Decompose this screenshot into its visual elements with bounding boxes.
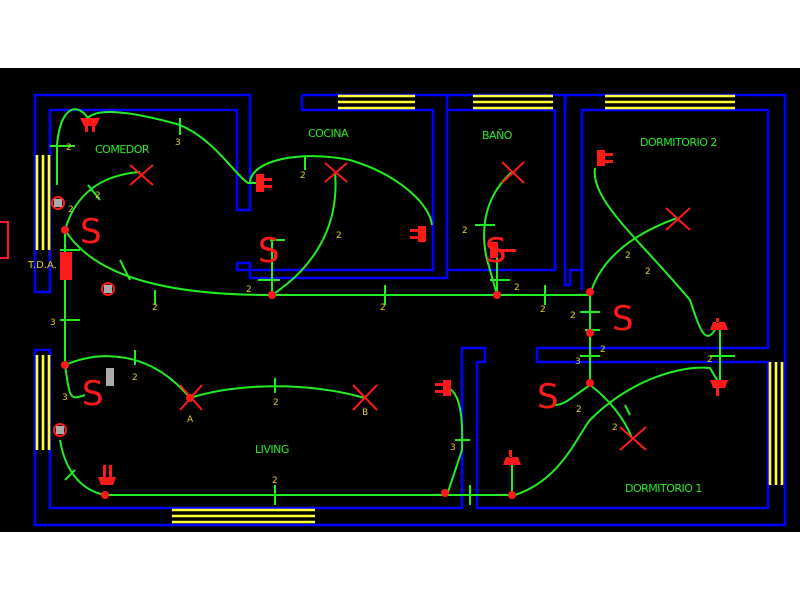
outlet-icon bbox=[710, 318, 728, 330]
outlet-icon bbox=[80, 118, 100, 132]
circuit-mark: 2 bbox=[576, 405, 582, 415]
panel-tda-icon bbox=[60, 252, 72, 280]
external-meter-icon bbox=[0, 221, 9, 259]
room-label-cocina: COCINA bbox=[308, 127, 349, 140]
outlet-icon bbox=[410, 226, 426, 242]
circuit-mark: 2 bbox=[66, 143, 72, 153]
circuit-mark: 2 bbox=[300, 171, 306, 181]
circuit-mark: 2 bbox=[132, 373, 138, 383]
outlet-icon bbox=[503, 450, 521, 465]
switch-symbol: S bbox=[537, 377, 559, 417]
outlet-icon bbox=[256, 174, 272, 192]
devices: S S S S S S bbox=[0, 118, 728, 499]
room-label-dormitorio-2: DORMITORIO 2 bbox=[640, 136, 717, 149]
circuit-mark: 2 bbox=[380, 303, 386, 313]
electrical-floor-plan: S S S S S S COMEDOR COCINA BAÑO DORMITOR… bbox=[0, 68, 800, 532]
room-label-comedor: COMEDOR bbox=[95, 143, 150, 156]
junction-box-icon bbox=[53, 423, 67, 437]
circuit-mark: 3 bbox=[62, 393, 68, 403]
circuit-mark: 2 bbox=[272, 476, 278, 486]
circuit-mark: 2 bbox=[95, 191, 101, 201]
circuit-mark: 2 bbox=[514, 283, 520, 293]
conduit-ticks bbox=[50, 118, 735, 505]
room-label-dormitorio-1: DORMITORIO 1 bbox=[625, 482, 702, 495]
circuit-mark: 2 bbox=[707, 355, 713, 365]
circuit-mark: 2 bbox=[273, 398, 279, 408]
windows bbox=[35, 94, 784, 524]
circuit-mark: 2 bbox=[246, 285, 252, 295]
junction-box-icon bbox=[101, 282, 115, 296]
circuit-mark: 2 bbox=[625, 251, 631, 261]
outlet-icon bbox=[98, 465, 116, 485]
light-fixture-x-icon bbox=[129, 164, 154, 186]
circuit-mark: 3 bbox=[575, 357, 581, 367]
light-fixture-x-icon bbox=[352, 384, 378, 411]
outlet-icon bbox=[710, 380, 728, 396]
circuit-mark: 2 bbox=[68, 205, 74, 215]
light-fixture-x-icon bbox=[665, 207, 691, 231]
circuit-mark: A bbox=[187, 415, 194, 425]
switch-symbol: S bbox=[612, 299, 634, 339]
switch-symbol: S bbox=[82, 374, 104, 414]
circuit-marks: 2 3 2 2 2 2 2 2 2 2 2 2 2 2 2 3 2 3 2 2 … bbox=[50, 138, 713, 486]
light-fixture-x-icon bbox=[324, 162, 348, 183]
circuit-mark: 2 bbox=[600, 345, 606, 355]
circuit-mark: 2 bbox=[540, 305, 546, 315]
light-fixture-x-icon bbox=[501, 161, 525, 184]
outlet-icon bbox=[597, 150, 613, 166]
circuit-mark: 2 bbox=[462, 226, 468, 236]
circuit-mark: 3 bbox=[450, 443, 456, 453]
circuit-mark: 2 bbox=[645, 267, 651, 277]
walls bbox=[33, 93, 787, 527]
circuit-mark: 2 bbox=[612, 423, 618, 433]
circuit-mark: 2 bbox=[152, 303, 158, 313]
circuit-mark: 3 bbox=[50, 318, 56, 328]
panel-label: T.D.A. bbox=[27, 260, 57, 271]
plan-drawing: S S S S S S COMEDOR COCINA BAÑO DORMITOR… bbox=[0, 93, 787, 527]
circuit-mark: 3 bbox=[175, 138, 181, 148]
junction-box-icon bbox=[51, 196, 65, 210]
outlet-icon bbox=[490, 242, 516, 258]
bell-icon bbox=[106, 368, 114, 386]
switch-symbol: S bbox=[80, 212, 102, 252]
circuit-mark: B bbox=[362, 408, 368, 418]
light-fixture-x-icon bbox=[619, 426, 647, 451]
room-labels: COMEDOR COCINA BAÑO DORMITORIO 2 LIVING … bbox=[27, 127, 717, 495]
circuit-mark: 2 bbox=[570, 311, 576, 321]
junction-dots bbox=[61, 226, 594, 499]
switch-symbol: S bbox=[258, 231, 280, 271]
circuit-mark: 2 bbox=[336, 231, 342, 241]
room-label-living: LIVING bbox=[255, 443, 289, 456]
room-label-bano: BAÑO bbox=[482, 129, 513, 142]
outlet-icon bbox=[435, 380, 451, 396]
switch-symbol: S bbox=[485, 231, 507, 271]
